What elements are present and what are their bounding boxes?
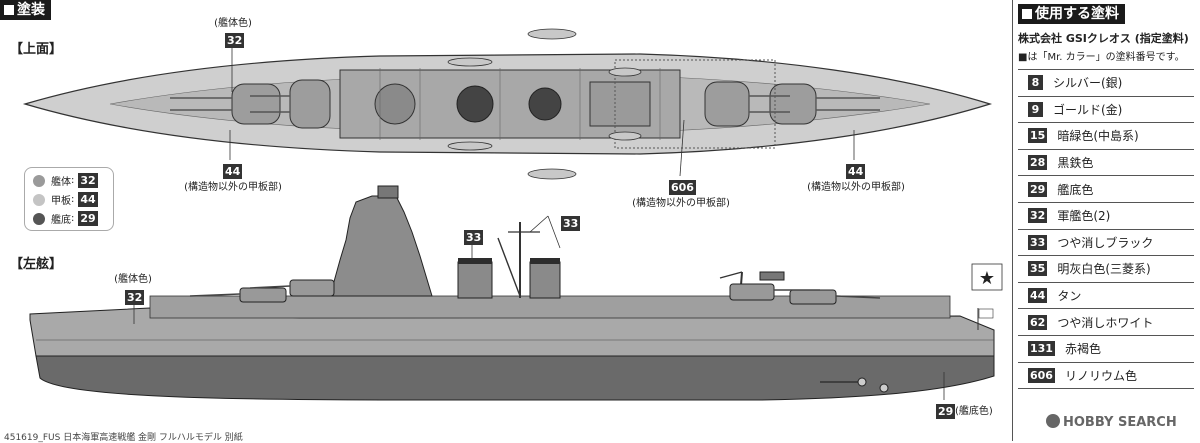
side-turret-4 — [789, 289, 837, 305]
deck-swatch-icon — [33, 193, 45, 206]
panel-divider — [1012, 0, 1013, 441]
hobby-search-logo-icon — [1046, 414, 1060, 428]
legend-deck: 甲板:44 — [33, 190, 113, 209]
paint-list-header: 使用する塗料 — [1018, 4, 1125, 24]
bottom-swatch-icon — [33, 212, 45, 225]
pagoda-mast — [329, 195, 433, 297]
propeller-icon — [879, 383, 889, 393]
side-turret-2 — [289, 279, 335, 297]
rising-star-icon: ★ — [979, 268, 995, 289]
side-hull-color-note: (艦体色) — [114, 274, 152, 285]
side-bottom-label: (艦底色) — [955, 406, 993, 417]
funnel-color-badge-b: 33 — [561, 216, 581, 231]
side-lower-hull — [35, 355, 995, 401]
side-bottom-badge: 29 — [936, 404, 956, 419]
legend-bottom: 艦底:29 — [33, 209, 113, 228]
side-hull — [29, 307, 995, 357]
top-view-ship — [22, 28, 993, 180]
side-turret-3 — [729, 283, 775, 301]
side-turret-1 — [239, 287, 287, 303]
top-view-label: 【上面】 — [10, 42, 63, 57]
color-legend: 艦体:32 甲板:44 艦底:29 — [24, 167, 114, 231]
port-view-label: 【左舷】 — [10, 257, 63, 272]
jack-box — [971, 263, 1003, 291]
hull-swatch-icon — [33, 174, 45, 187]
turret-1 — [231, 83, 281, 125]
funnel-rear — [529, 261, 561, 299]
funnel-color-badge-a: 33 — [464, 230, 484, 245]
footer-code: 451619_FUS 日本海軍高速戦艦 金剛 フルハルモデル 別紙 — [4, 433, 243, 443]
turret-3 — [704, 81, 750, 127]
top-hull-color-note: (艦体色) — [214, 18, 252, 29]
legend-hull: 艦体:32 — [33, 171, 113, 190]
paint-panel: 株式会社 GSIクレオス (指定塗料) ■は「Mr. カラー」の塗料番号です。 … — [1018, 4, 1194, 390]
top-deck-left-badge: 44 — [223, 164, 243, 179]
turret-2 — [289, 79, 331, 129]
paint-maker: 株式会社 GSIクレオス (指定塗料) — [1018, 32, 1189, 45]
floatplane — [759, 271, 785, 281]
ensign-flag — [978, 308, 994, 319]
top-deck-left-label: (構造物以外の甲板部) — [184, 182, 282, 193]
paint-note: ■は「Mr. カラー」の塗料番号です。 — [1018, 52, 1185, 63]
top-superstructure — [339, 59, 776, 149]
top-hull-color-badge: 32 — [225, 33, 245, 48]
top-linoleum-badge: 606 — [669, 180, 696, 195]
propeller-icon — [857, 377, 867, 387]
top-linoleum-label: (構造物以外の甲板部) — [632, 198, 730, 209]
funnel-front — [457, 261, 493, 299]
port-view-ship: ★ — [29, 185, 1003, 401]
turret-4 — [769, 83, 817, 125]
top-deck-right-label: (構造物以外の甲板部) — [807, 182, 905, 193]
painting-header: 塗装 — [0, 0, 51, 20]
side-hull-color-badge: 32 — [125, 290, 145, 305]
top-deck-right-badge: 44 — [846, 164, 866, 179]
watermark: HOBBY SEARCH — [1046, 414, 1177, 430]
